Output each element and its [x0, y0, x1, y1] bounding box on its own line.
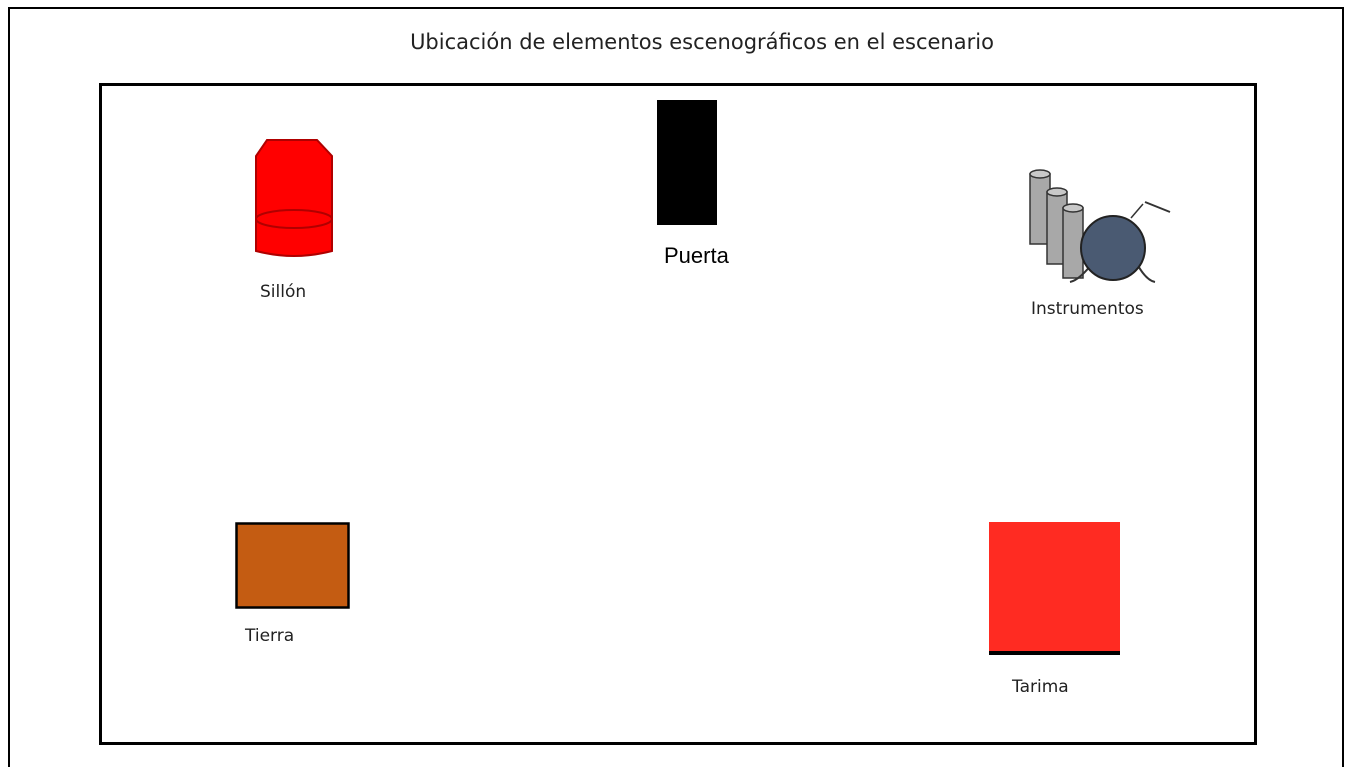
tierra-shape [235, 522, 350, 609]
diagram-frame [8, 7, 1344, 767]
instrumentos-label: Instrumentos [1031, 299, 1144, 319]
instrumentos-shape [1029, 169, 1171, 283]
puerta-label: Puerta [664, 243, 729, 268]
diagram-title: Ubicación de elementos escenográficos en… [410, 30, 994, 54]
tarima-shape [989, 522, 1120, 655]
sillon-shape [255, 139, 333, 257]
tierra-label: Tierra [245, 626, 295, 646]
stage-outline [99, 83, 1257, 745]
puerta-shape [657, 100, 717, 225]
tarima-label: Tarima [1012, 677, 1069, 697]
sillon-label: Sillón [260, 282, 307, 302]
